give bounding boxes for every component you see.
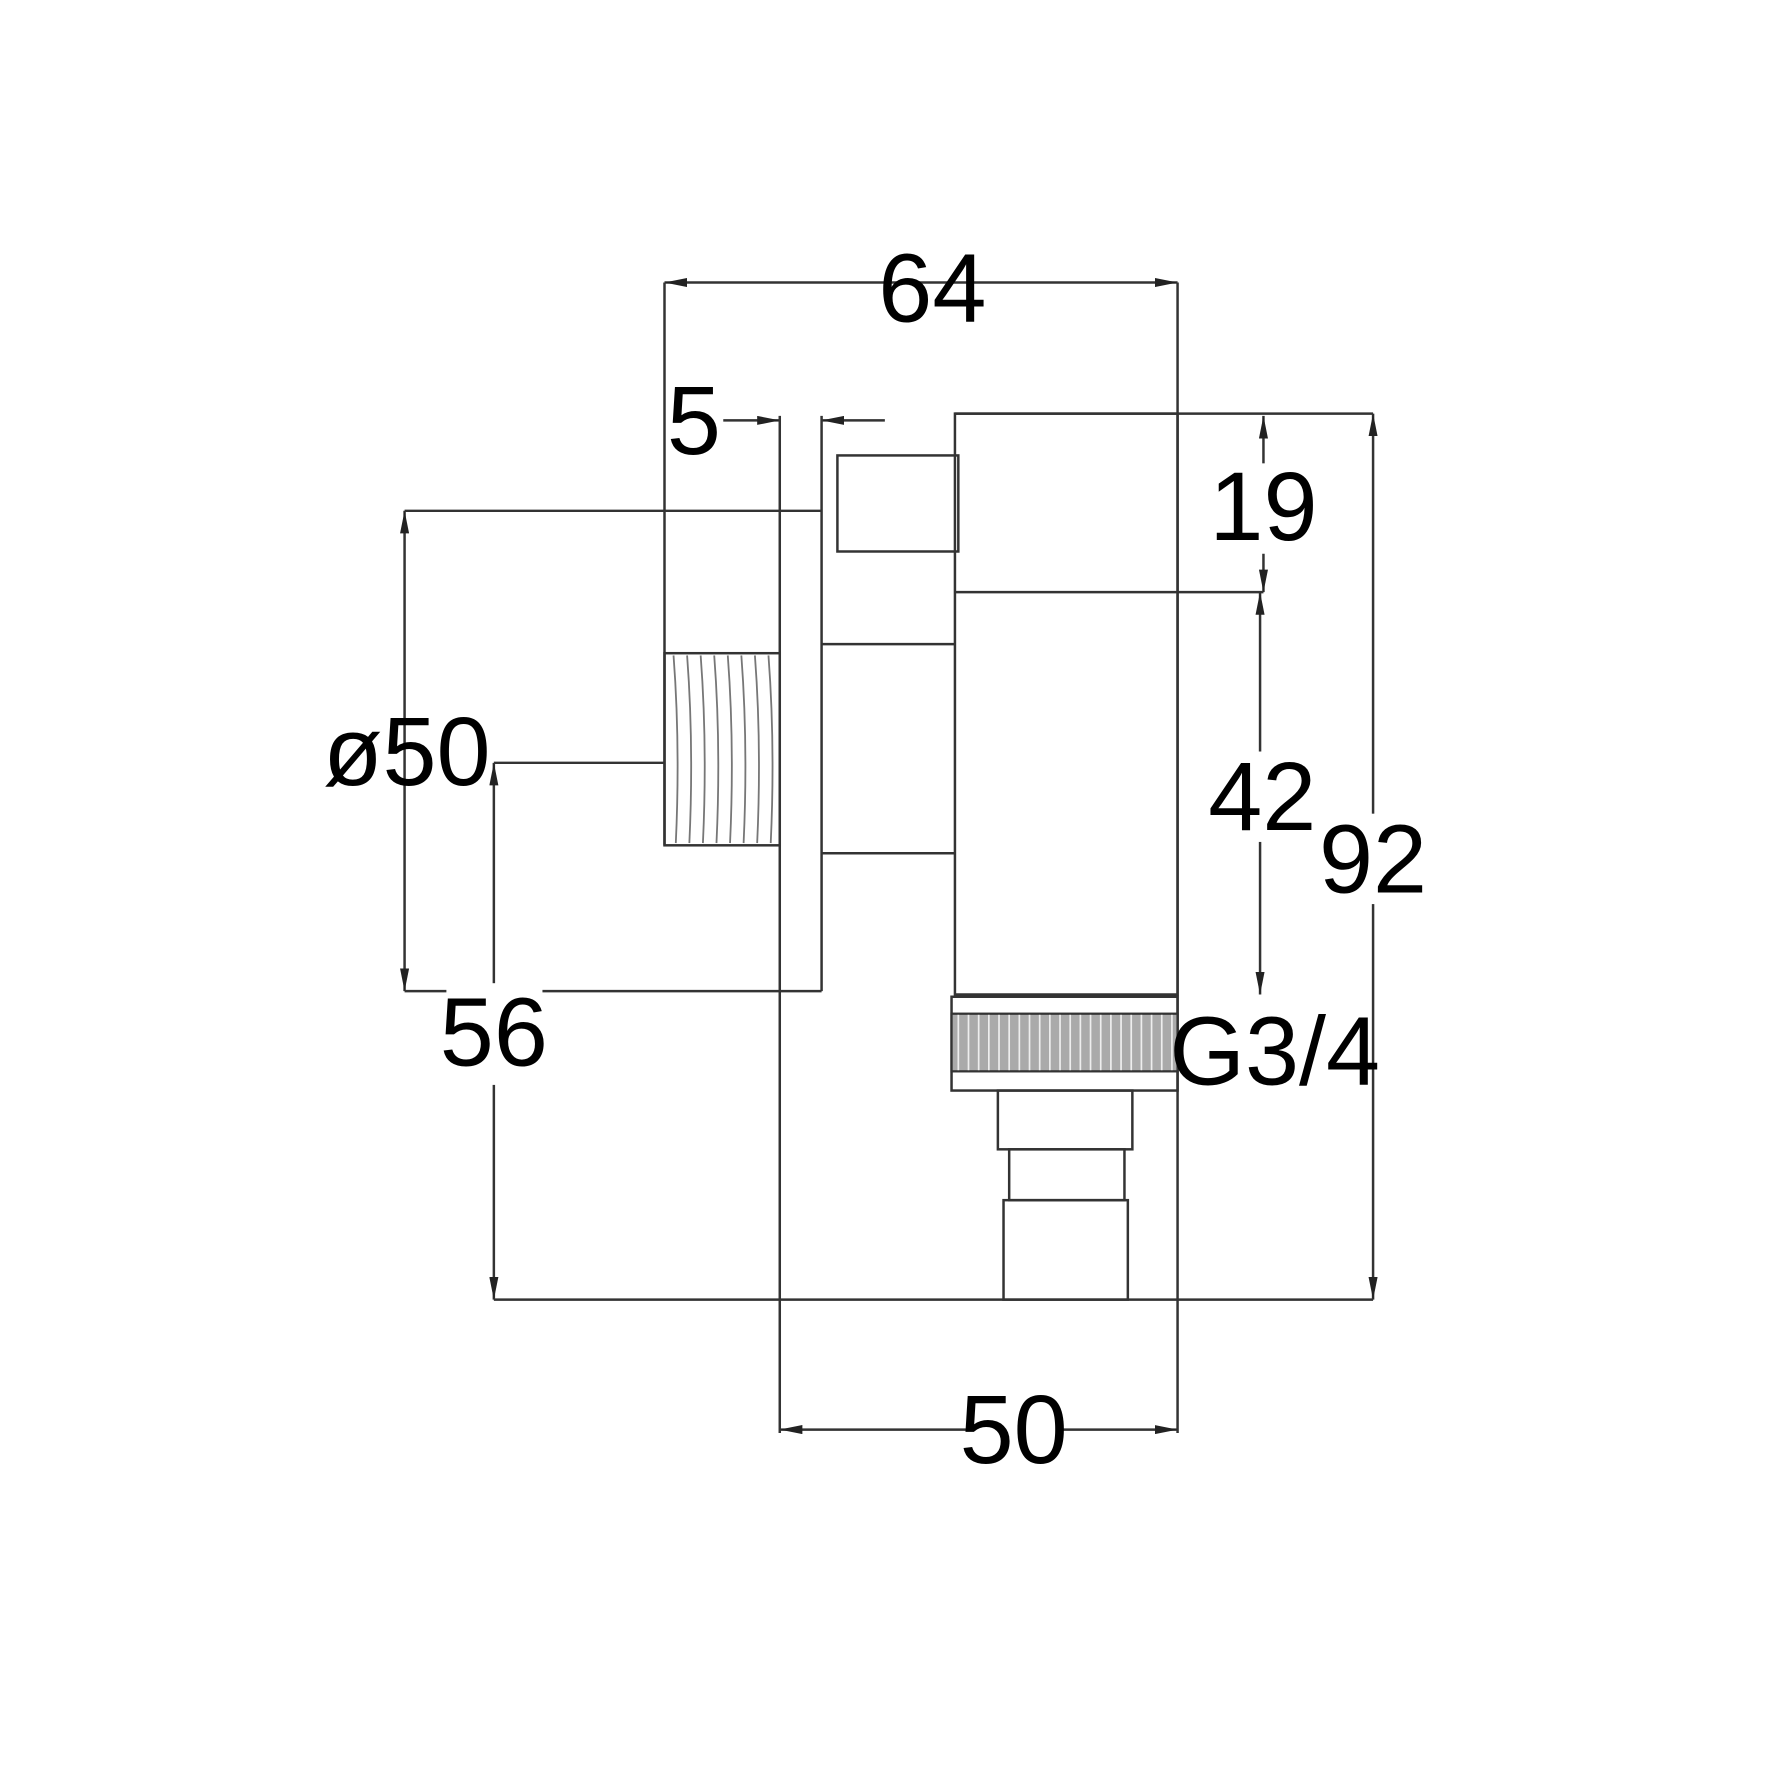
thread-line: [686, 655, 693, 844]
dim-outlet-height: 56: [440, 761, 665, 1300]
thread-line: [672, 655, 679, 844]
dim-label-42: 42: [1208, 742, 1316, 851]
dim-overall-width: 64: [664, 234, 1178, 343]
main-body: [953, 412, 1374, 996]
dim-label-64: 64: [878, 234, 986, 343]
dim-label-56: 56: [440, 977, 548, 1086]
dim-label-19: 19: [1209, 452, 1317, 561]
threaded-inlet: [663, 651, 782, 847]
thread-line: [713, 655, 720, 844]
thread-line: [754, 655, 760, 844]
dim-top-section: 19: [1209, 415, 1318, 593]
connector-body: [821, 454, 960, 855]
dim-overall-height: 92: [1319, 413, 1427, 1300]
dim-label-92: 92: [1319, 804, 1427, 913]
dim-flange-thickness: 5: [667, 366, 885, 475]
dim-body-section: 42: [1208, 592, 1316, 995]
dim-label-50: 50: [960, 1375, 1068, 1484]
dim-flange-diameter: ø50: [323, 510, 491, 992]
knurled-nut: [950, 995, 1179, 1092]
thread-line: [699, 655, 706, 844]
thread-line: [740, 655, 747, 844]
dim-body-depth: 50: [779, 1375, 1178, 1484]
dim-label-5: 5: [667, 366, 721, 475]
dim-label-d50: ø50: [323, 697, 490, 806]
hose-outlet: [996, 1089, 1134, 1301]
handle-stub: [836, 454, 960, 553]
thread-label: G3/4: [1169, 996, 1380, 1105]
thread-line: [767, 655, 774, 844]
thread-line: [726, 655, 733, 844]
